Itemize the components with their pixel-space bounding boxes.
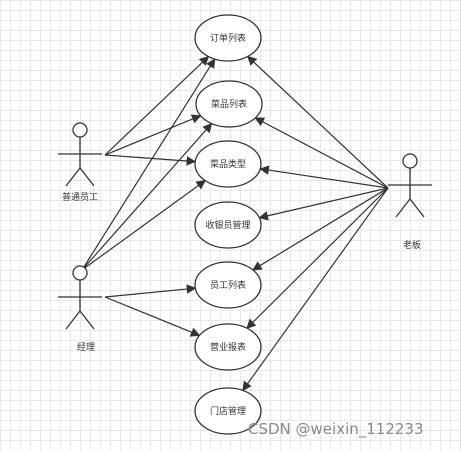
association-regular-employee-dish-type	[104, 154, 197, 166]
use-case-ellipse	[194, 140, 262, 188]
use-case-business-report[interactable]: 营业报表	[194, 323, 262, 371]
use-case-label: 菜品类型	[210, 158, 246, 170]
use-case-ellipse	[194, 261, 262, 309]
association-manager-dish-type	[81, 180, 206, 271]
use-case-label: 菜品列表	[211, 98, 247, 110]
association-lines	[81, 55, 389, 392]
use-case-dish-list[interactable]: 菜品列表	[195, 80, 263, 128]
association-manager-business-report	[104, 296, 201, 337]
actor-label: 老板	[403, 239, 421, 251]
association-manager-employee-list	[104, 284, 197, 298]
actor-head	[402, 153, 418, 169]
actor-label: 经理	[77, 341, 95, 353]
association-boss-store-management	[242, 187, 389, 392]
actor-label: 普通员工	[62, 191, 98, 203]
use-case-cashier-management[interactable]: 收银员管理	[194, 201, 262, 249]
association-boss-order-list	[246, 55, 389, 189]
use-case-ellipse	[194, 201, 262, 249]
use-case-ellipse	[194, 323, 262, 371]
actor-boss[interactable]: 老板	[388, 153, 432, 251]
association-regular-employee-order-list	[104, 55, 210, 156]
use-case-label: 收银员管理	[205, 219, 250, 231]
actor-left-leg	[65, 167, 81, 187]
actor-left-leg	[65, 310, 81, 330]
association-manager-order-list	[81, 58, 216, 271]
use-case-label: 营业报表	[210, 341, 246, 353]
association-regular-employee-dish-list	[104, 114, 202, 156]
actor-left-leg	[395, 198, 411, 218]
association-boss-employee-list	[252, 187, 389, 271]
association-boss-dish-list	[254, 117, 389, 189]
use-case-ellipse	[194, 14, 262, 62]
use-case-employee-list[interactable]: 员工列表	[194, 261, 262, 309]
use-case-ellipse	[194, 387, 262, 435]
use-case-label: 员工列表	[210, 279, 246, 291]
actor-right-leg	[79, 310, 95, 330]
use-case-dish-type[interactable]: 菜品类型	[194, 140, 262, 188]
use-case-ellipse	[195, 80, 263, 128]
use-case-label: 订单列表	[210, 32, 246, 44]
actor-right-leg	[79, 167, 95, 187]
actor-head	[72, 122, 88, 138]
actor-right-leg	[409, 198, 425, 218]
actor-regular-employee[interactable]: 普通员工	[58, 122, 102, 203]
watermark: CSDN @weixin_112233	[248, 420, 424, 438]
use-case-store-management[interactable]: 门店管理	[194, 387, 262, 435]
association-boss-dish-type	[259, 165, 389, 189]
association-boss-business-report	[246, 187, 389, 329]
actor-head	[72, 265, 88, 281]
actor-manager[interactable]: 经理	[58, 265, 102, 353]
association-manager-dish-list	[81, 122, 213, 271]
use-case-label: 门店管理	[210, 405, 246, 417]
use-case-order-list[interactable]: 订单列表	[194, 14, 262, 62]
association-boss-cashier-management	[258, 187, 389, 221]
